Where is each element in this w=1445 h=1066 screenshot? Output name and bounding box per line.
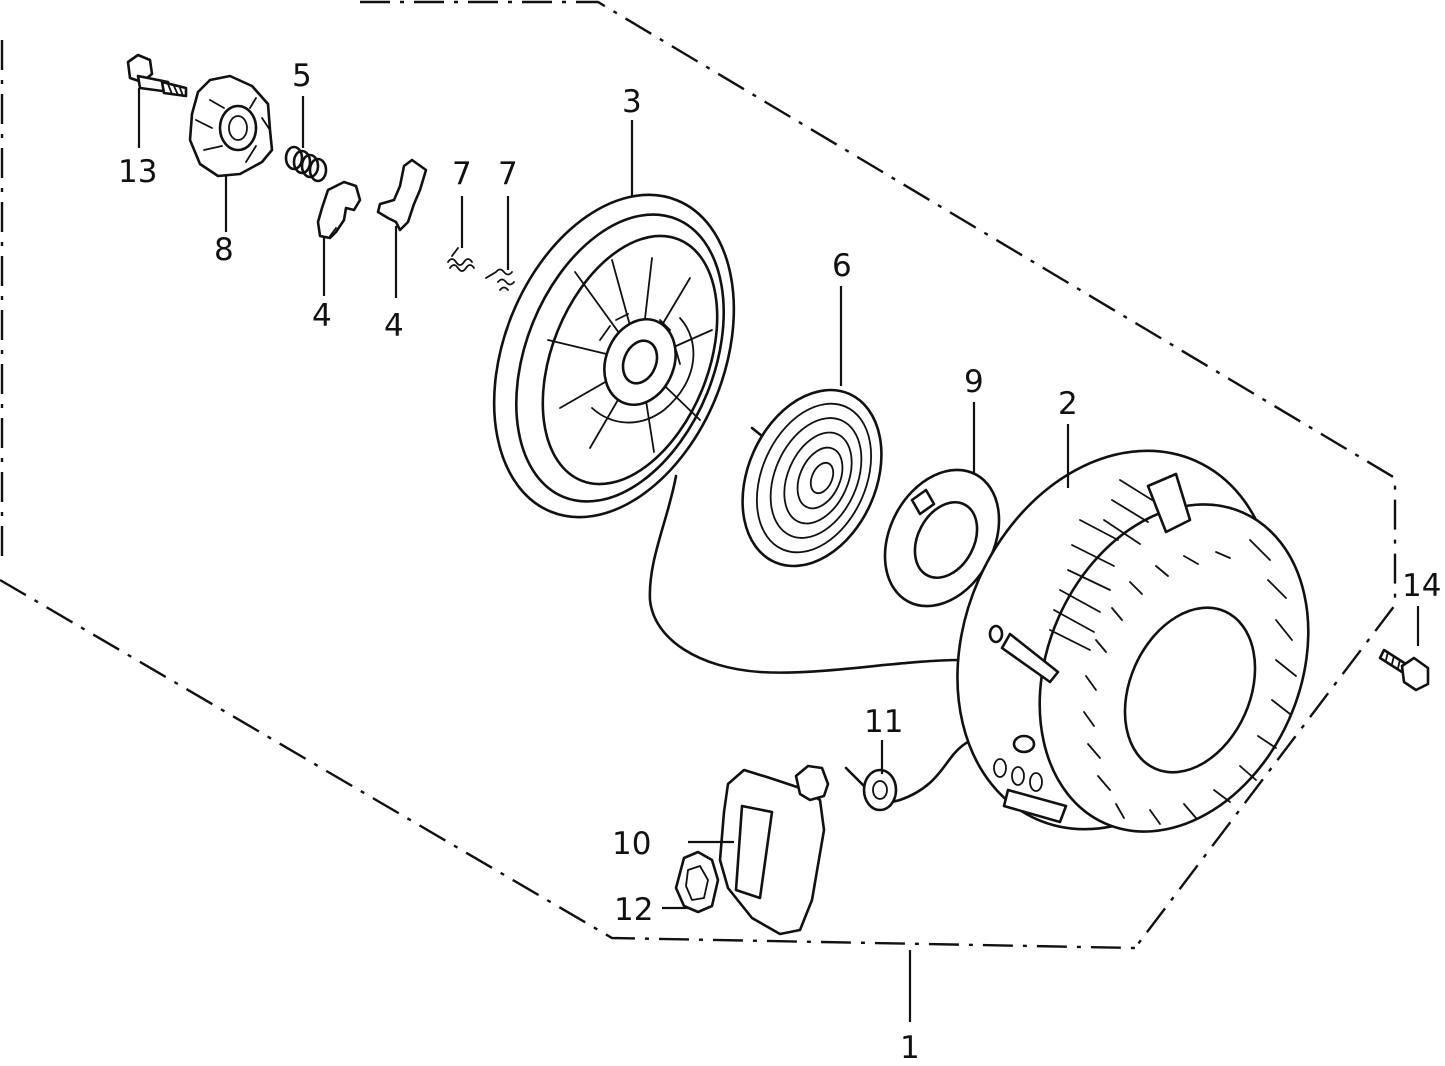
callout-6: 6	[832, 248, 852, 284]
part-4-ratchet-pawl-left	[316, 180, 362, 240]
part-7-pawl-spring-left	[447, 247, 475, 272]
callout-13: 13	[118, 154, 157, 190]
callout-8: 8	[214, 232, 234, 268]
callout-12: 12	[614, 892, 653, 928]
assembly-boundary	[0, 0, 1397, 950]
part-2-starter-case	[956, 449, 1310, 833]
callout-5: 5	[292, 58, 312, 94]
callout-3: 3	[622, 84, 642, 120]
callout-7-right: 7	[498, 156, 518, 192]
part-5-friction-spring	[284, 145, 328, 183]
part-14-bolt	[1378, 648, 1430, 692]
part-3-starter-reel	[492, 193, 736, 519]
callout-labels: 13 5 8 4 4 7 7 3 6 9 2 14 11 10 12 1	[118, 58, 1441, 1066]
callout-10: 10	[612, 826, 651, 862]
leader-lines	[137, 88, 1420, 1022]
part-7-pawl-spring-right	[485, 268, 515, 291]
callout-2: 2	[1058, 386, 1078, 422]
part-10-starter-grip	[718, 764, 830, 936]
part-9-spring-cover	[883, 468, 1001, 608]
callout-4-right: 4	[384, 308, 404, 344]
part-6-recoil-spring	[741, 388, 883, 568]
part-4-ratchet-pawl-right	[376, 158, 428, 232]
callout-14: 14	[1402, 568, 1441, 604]
callout-7-left: 7	[452, 156, 472, 192]
callout-4-left: 4	[312, 298, 332, 334]
callout-1: 1	[900, 1030, 920, 1066]
part-11-rope-guide	[844, 766, 898, 812]
callout-11: 11	[864, 704, 903, 740]
part-13-flange-bolt	[126, 53, 188, 98]
callout-9: 9	[964, 364, 984, 400]
part-8-ratchet-guide	[188, 74, 274, 178]
part-12-grip-insert	[674, 850, 720, 914]
